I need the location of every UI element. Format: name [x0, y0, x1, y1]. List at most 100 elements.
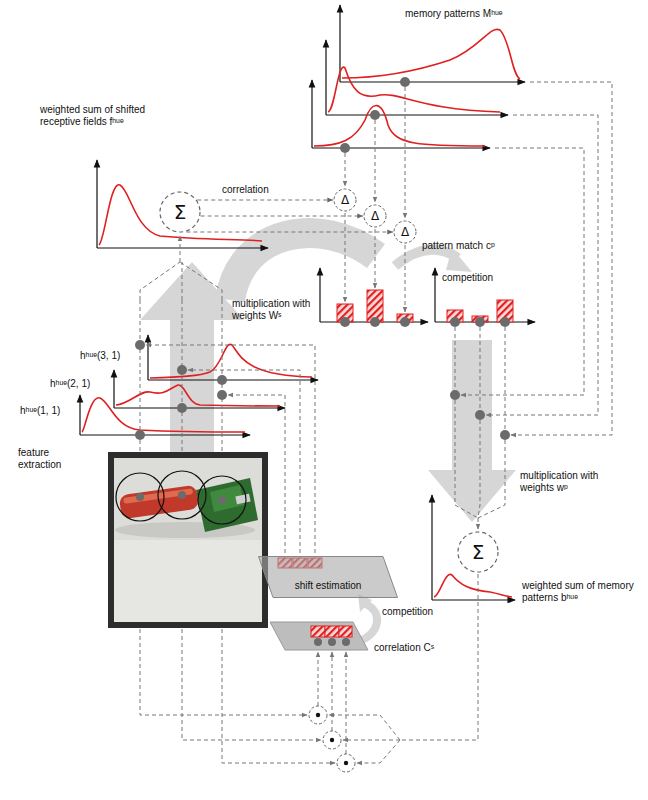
correlation-plane [339, 626, 352, 637]
sample-dot [450, 390, 460, 400]
input-photo [116, 471, 246, 524]
signal-wire [461, 148, 584, 395]
histogram-curve [150, 344, 312, 378]
input-photo [198, 476, 246, 524]
plot-axis [326, 114, 508, 115]
sample-dot [135, 77, 510, 646]
plot-axis [311, 80, 312, 148]
plot-axis [312, 147, 490, 148]
plot-axis [431, 495, 432, 600]
signal-wire [486, 115, 598, 415]
histogram-curve [434, 574, 512, 597]
input-photo [235, 494, 250, 505]
annotation-label: hʰᵘᵉ(2, 1) [50, 378, 120, 390]
correlation-circle: Δ [333, 188, 357, 212]
sample-dot [135, 340, 145, 350]
sample-dot [136, 493, 144, 501]
annotation-label: weighted sum of shifted receptive fields… [40, 104, 155, 128]
correlation-wire [186, 232, 393, 233]
signal-wire [343, 740, 400, 741]
histogram-curve [342, 29, 520, 79]
correlation-plane [270, 622, 368, 650]
product-circle [309, 706, 355, 772]
sample-dot [400, 77, 410, 87]
signal-wire [182, 300, 321, 740]
sample-dot [500, 317, 510, 327]
plot-axis [79, 395, 80, 435]
sample-dot [500, 430, 510, 440]
signal-wire [140, 82, 612, 763]
sample-dot [135, 430, 145, 440]
input-photo [116, 473, 164, 521]
input-photo [108, 452, 268, 628]
correlation-wire [197, 200, 333, 201]
signal-wire [478, 518, 479, 529]
signal-wire [478, 440, 505, 518]
annotation-label: memory patterns Mʰᵘᵉ [405, 8, 545, 20]
signal-wire [455, 327, 456, 390]
input-photo [114, 540, 262, 622]
sample-dot [314, 638, 322, 646]
annotation-label: hʰᵘᵉ(1, 1) [20, 405, 90, 417]
sample-dot [342, 638, 350, 646]
circle-fill [394, 221, 416, 243]
signal-wire [478, 420, 480, 518]
histogram-curve [314, 106, 485, 146]
histogram-curve [82, 398, 245, 432]
sample-dot [218, 496, 226, 504]
product-circle [330, 738, 334, 742]
signal-wire [375, 229, 376, 288]
operator-symbol: Δ [401, 225, 409, 239]
annotation-label: feature extraction [18, 447, 78, 471]
correlation-circle: Δ [363, 204, 387, 228]
plot-axis [432, 599, 515, 600]
signal-wire [455, 400, 478, 518]
signal-wire [400, 574, 478, 740]
signal-wire [318, 652, 319, 706]
signal-wire [182, 262, 183, 300]
operator-symbol: Σ [472, 540, 485, 564]
correlation-plane [270, 622, 368, 650]
sample-dot [450, 317, 460, 327]
shift-estimation-plane: shift estimation [258, 556, 398, 598]
signal-wire [357, 740, 400, 763]
sample-dot [177, 403, 187, 413]
product-circle [344, 761, 348, 765]
sample-dot [217, 390, 227, 400]
plot-axis [325, 40, 326, 115]
plot-axis [113, 370, 114, 408]
annotation-label: correlation Cˢ [374, 642, 474, 654]
operator-symbol: Σ [174, 200, 187, 224]
signal-wire [375, 120, 376, 202]
annotation-label: multiplication with weights wᵖ [520, 470, 635, 494]
plot-axis [97, 247, 268, 248]
correlation-plane [311, 626, 325, 637]
histogram-curve [82, 29, 520, 597]
signal-wire [180, 236, 181, 262]
plane-fill [259, 557, 398, 598]
product-circle [316, 713, 348, 765]
plot-axis [147, 335, 148, 380]
plot-axis [340, 81, 525, 82]
signal-wire [405, 245, 406, 312]
annotation-label: correlation [222, 184, 302, 196]
plot-axis [80, 5, 535, 600]
product-circle [309, 706, 355, 772]
plane-label: shift estimation [258, 580, 398, 592]
operator-symbol: Δ [341, 193, 349, 207]
input-photo [114, 458, 262, 622]
plot-axis [319, 268, 320, 322]
signal-wire [345, 153, 346, 186]
flow-arrow [446, 248, 472, 272]
input-photo [108, 452, 268, 628]
flow-arrow [230, 233, 376, 300]
circle-fill [458, 532, 498, 572]
sample-dot [340, 143, 350, 153]
sample-dot [475, 410, 485, 420]
sample-dot [178, 491, 186, 499]
histogram-curve [328, 67, 500, 112]
sum-circle: Σ [159, 191, 201, 233]
signal-wire [505, 327, 506, 430]
signal-wire [405, 87, 406, 218]
